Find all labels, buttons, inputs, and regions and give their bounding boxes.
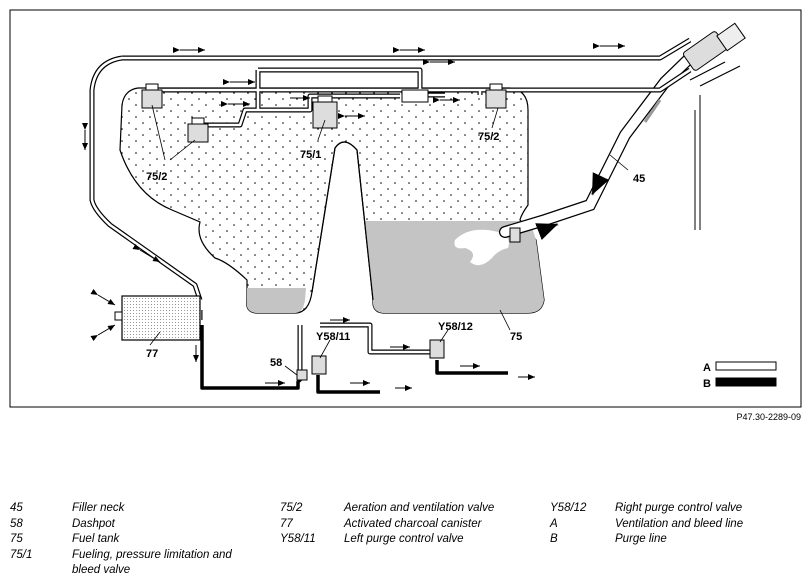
line-key: A B <box>703 361 777 390</box>
legend-key: 75/2 <box>280 502 303 514</box>
charcoal-canister <box>114 295 201 341</box>
legend-value: Ventilation and bleed line <box>615 517 744 530</box>
fuel-tank <box>119 87 545 314</box>
leader-lines <box>149 104 629 376</box>
left-purge-valve <box>311 355 327 375</box>
label-fuel-tank: 75 <box>510 331 522 343</box>
line-key-b-label: B <box>703 378 711 390</box>
legend-key: 75 <box>10 533 23 545</box>
label-aeration-valve-left: 75/2 <box>146 171 167 183</box>
label-canister: 77 <box>146 348 158 360</box>
legend-value: Purge line <box>615 533 667 545</box>
legend-key: Y58/12 <box>550 502 587 514</box>
right-purge-valve <box>429 339 445 359</box>
legend-value: Left purge control valve <box>344 533 464 545</box>
flow-arrows <box>82 43 625 391</box>
label-filler-neck: 45 <box>633 173 645 185</box>
line-key-a-swatch <box>715 361 777 371</box>
legend-key: A <box>550 517 558 530</box>
line-key-a-label: A <box>703 362 711 374</box>
legend-key: 77 <box>280 517 293 530</box>
legend-value: Aeration and ventilation valve <box>344 502 495 514</box>
legend: 45 Filler neck 58 Dashpot 75 Fuel tank 7… <box>10 501 805 581</box>
diagram-frame <box>9 9 802 408</box>
legend-value: Fueling, pressure limitation and bleed v… <box>72 548 232 577</box>
label-fueling-valve: 75/1 <box>300 149 321 161</box>
label-left-purge-valve: Y58/11 <box>316 331 350 343</box>
aeration-valve-left-2 <box>187 117 209 143</box>
legend-key: 45 <box>10 502 23 514</box>
legend-value: Dashpot <box>72 517 115 530</box>
legend-value: Filler neck <box>72 502 125 514</box>
fuel-evaporation-diagram: 45 75 75/1 75/2 75/2 77 58 Y58/11 Y58/12… <box>9 9 802 408</box>
legend-value: Activated charcoal canister <box>344 517 482 530</box>
label-dashpot: 58 <box>270 357 282 369</box>
label-aeration-valve-right: 75/2 <box>478 131 499 143</box>
legend-key: 75/1 <box>10 548 33 561</box>
purge-lines <box>200 325 508 394</box>
reference-code: P47.30-2289-09 <box>736 412 801 422</box>
line-key-b-swatch <box>715 377 777 387</box>
legend-value: Right purge control valve <box>615 502 743 514</box>
dashpot <box>296 369 308 381</box>
legend-key: 58 <box>10 517 23 530</box>
legend-key: B <box>550 533 558 545</box>
aeration-valve-right <box>485 83 507 109</box>
label-right-purge-valve: Y58/12 <box>438 321 473 333</box>
filler-neck <box>499 22 746 243</box>
aeration-valve-left-1 <box>141 83 163 109</box>
legend-key: Y58/11 <box>280 533 316 545</box>
legend-value: Fuel tank <box>72 533 120 545</box>
t-junction <box>401 89 429 103</box>
fueling-valve <box>312 95 338 129</box>
